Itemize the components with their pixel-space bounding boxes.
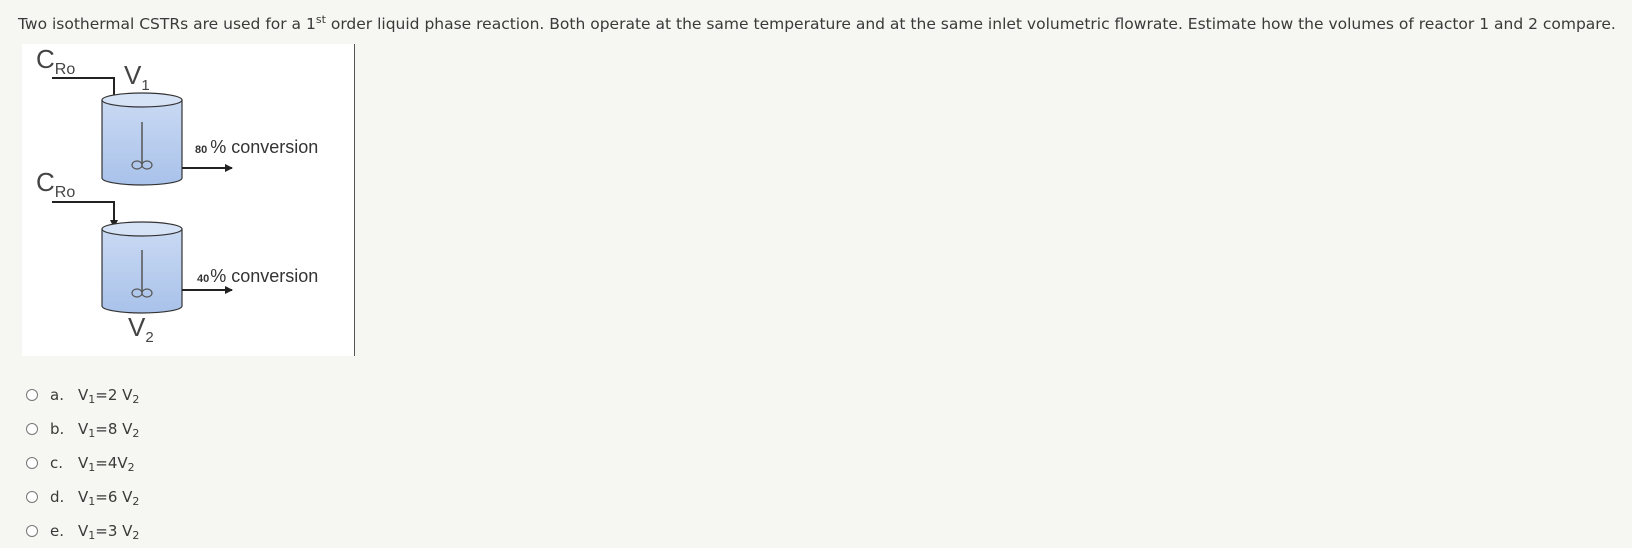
answer-option-a[interactable]: a. V1=2 V2 xyxy=(26,378,139,412)
reactor-2-tank xyxy=(101,221,183,314)
answer-options: a. V1=2 V2 b. V1=8 V2 c. V1=4V2 d. V1=6 … xyxy=(26,378,139,548)
question-text: Two isothermal CSTRs are used for a 1st … xyxy=(18,12,1618,36)
answer-formula: V1=2 V2 xyxy=(78,386,140,406)
outlet1-conversion-label: 80% conversion xyxy=(195,137,318,157)
feed1-arrow xyxy=(52,77,118,103)
feed2-arrow xyxy=(52,201,118,228)
reactor-1-tank xyxy=(101,92,183,186)
answer-formula: V1=8 V2 xyxy=(78,420,140,440)
answer-letter: b. xyxy=(50,420,65,438)
radio-button-c[interactable] xyxy=(26,457,38,469)
answer-formula: V1=3 V2 xyxy=(78,522,140,542)
radio-button-e[interactable] xyxy=(26,525,38,537)
question-text-part1: Two isothermal CSTRs are used for a 1 xyxy=(18,15,316,33)
answer-letter: e. xyxy=(50,522,64,540)
v1-label: V1 xyxy=(124,60,150,94)
radio-button-d[interactable] xyxy=(26,491,38,503)
answer-option-d[interactable]: d. V1=6 V2 xyxy=(26,480,139,514)
cstr-diagram-svg: CRo V1 80% conversion CRo xyxy=(36,44,318,346)
answer-formula: V1=4V2 xyxy=(78,454,135,474)
reactor-1-impeller-icon xyxy=(131,122,153,170)
feed2-label: CRo xyxy=(36,167,75,201)
v2-label: V2 xyxy=(128,312,154,346)
answer-option-b[interactable]: b. V1=8 V2 xyxy=(26,412,139,446)
cstr-diagram: CRo V1 80% conversion CRo xyxy=(22,44,355,356)
answer-formula: V1=6 V2 xyxy=(78,488,140,508)
answer-letter: a. xyxy=(50,386,64,404)
reactor-2-impeller-icon xyxy=(131,250,153,298)
outlet2-conversion-label: 40% conversion xyxy=(197,266,318,286)
radio-button-a[interactable] xyxy=(26,389,38,401)
answer-option-e[interactable]: e. V1=3 V2 xyxy=(26,514,139,548)
answer-letter: c. xyxy=(50,454,64,472)
question-ordinal-sup: st xyxy=(315,13,326,26)
answer-option-c[interactable]: c. V1=4V2 xyxy=(26,446,139,480)
answer-letter: d. xyxy=(50,488,65,506)
feed1-label: CRo xyxy=(36,44,75,78)
radio-button-b[interactable] xyxy=(26,423,38,435)
question-text-part2: order liquid phase reaction. Both operat… xyxy=(325,15,1616,33)
